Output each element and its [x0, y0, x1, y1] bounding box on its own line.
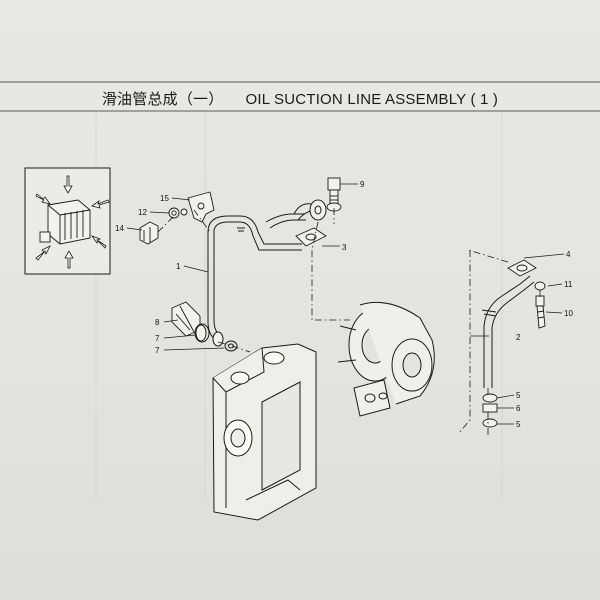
- clamp-parts-5-6: [482, 393, 498, 428]
- oil-suction-pipe-1: [207, 199, 327, 347]
- title-english: OIL SUCTION LINE ASSEMBLY ( 1 ): [245, 91, 499, 108]
- callout-1: 1: [176, 262, 181, 271]
- callout-8: 8: [155, 318, 160, 327]
- engine-locator-inset: [24, 167, 111, 275]
- callout-2: 2: [516, 333, 521, 342]
- bolt-parts-10-11: [534, 281, 546, 329]
- page-title: 滑油管总成（一） OIL SUCTION LINE ASSEMBLY ( 1 ): [0, 88, 600, 109]
- callout-numbers: 1 2 3 4 5 6 5 7 7 8 9 10 11 12 14 15: [115, 180, 573, 429]
- washer-parts-7: [194, 323, 238, 352]
- callout-15: 15: [160, 194, 169, 203]
- return-pipe-part-2: [481, 275, 535, 388]
- callout-3: 3: [342, 243, 347, 252]
- callout-7-upper: 7: [155, 334, 160, 343]
- callout-6: 6: [516, 404, 521, 413]
- title-chinese: 滑油管总成（一）: [101, 91, 224, 108]
- adapter-part-8: [171, 301, 207, 342]
- gear-housing-block: [212, 343, 317, 521]
- page-frame: [0, 81, 600, 500]
- leader-lines: [126, 183, 565, 425]
- callout-14: 14: [115, 224, 124, 233]
- turbocharger: [337, 301, 435, 417]
- callout-4: 4: [566, 250, 571, 259]
- callout-5-upper: 5: [516, 391, 521, 400]
- callout-11: 11: [564, 280, 573, 289]
- fitting-parts-12-14-15: [139, 191, 215, 245]
- assembly-center-lines: [157, 208, 541, 436]
- callout-7-lower: 7: [155, 346, 160, 355]
- banjo-bolt-part-9: [326, 177, 342, 212]
- callout-5-lower: 5: [516, 420, 521, 429]
- inset-arrows: [35, 175, 110, 269]
- gasket-part-3: [295, 227, 327, 247]
- engine-block-icon: [39, 199, 91, 245]
- callout-9: 9: [360, 180, 365, 189]
- gasket-part-4: [507, 259, 537, 277]
- callout-12: 12: [138, 208, 147, 217]
- callout-10: 10: [564, 309, 573, 318]
